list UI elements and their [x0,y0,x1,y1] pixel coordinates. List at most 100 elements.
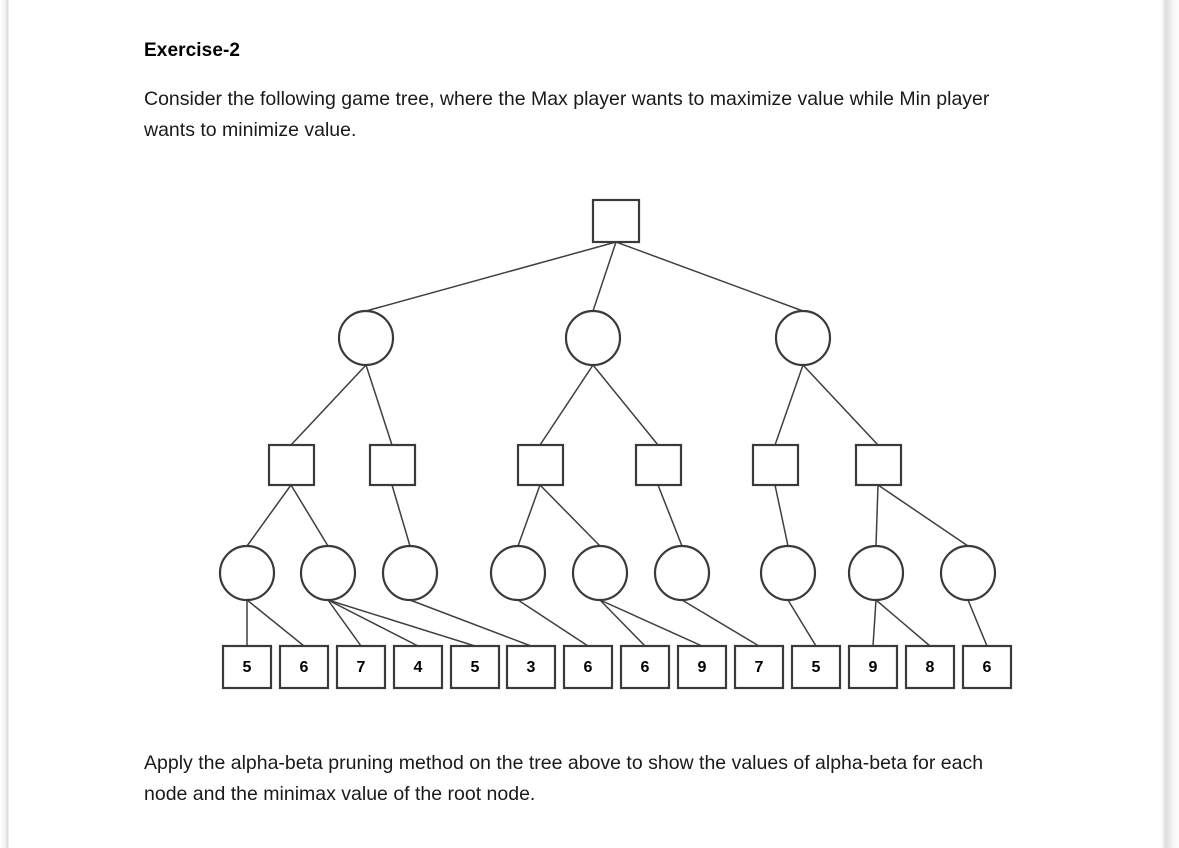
tree-edge [517,599,589,647]
tree-edge [681,599,760,647]
max-node-square[interactable] [368,443,417,487]
tree-edge [967,599,988,647]
game-tree-svg: 5 6 7 4 5 3 6 6 9 7 5 9 8 6 [218,198,1013,690]
min-node-circle[interactable] [489,544,547,602]
leaf-box [733,644,785,690]
leaf-value: 6 [584,659,593,676]
min-node-circle[interactable] [564,309,622,367]
leaf-value: 6 [641,659,650,676]
leaf-node[interactable]: 8 [904,644,956,690]
tree-edge [774,364,804,446]
page-title: Exercise-2 [144,40,241,61]
tree-edge [875,599,931,647]
tree-edge [290,484,329,547]
tree-edge [409,599,532,647]
leaf-value: 7 [755,659,764,676]
leaf-box [562,644,614,690]
min-node-circle[interactable] [774,309,832,367]
leaf-node[interactable]: 5 [221,644,273,690]
tree-edge [327,599,419,647]
tree-edge [327,599,362,647]
leaf-box [619,644,671,690]
min-node-circle[interactable] [847,544,905,602]
tree-edge [290,364,367,446]
max-node-square[interactable] [634,443,683,487]
leaf-node[interactable]: 6 [278,644,330,690]
leaf-value: 9 [698,659,707,676]
leaf-value: 6 [983,659,992,676]
leaf-node[interactable]: 9 [676,644,728,690]
tree-edge [877,484,969,547]
tree-edge [246,599,305,647]
tree-edge [539,484,601,547]
leaf-node[interactable]: 7 [733,644,785,690]
leaf-node[interactable]: 6 [961,644,1013,690]
leaf-node[interactable]: 6 [562,644,614,690]
leaf-box [335,644,387,690]
tree-edge [592,364,659,446]
leaf-node[interactable]: 3 [505,644,557,690]
leaf-node[interactable]: 5 [790,644,842,690]
leaf-node[interactable]: 5 [449,644,501,690]
tree-edge [774,484,789,547]
leaf-value: 7 [357,659,366,676]
leaf-box [449,644,501,690]
leaf-value: 9 [869,659,878,676]
tree-edge [657,484,683,547]
leaf-value: 6 [300,659,309,676]
max-node-square[interactable] [591,198,641,244]
tree-edge [872,599,877,647]
leaf-node[interactable]: 9 [847,644,899,690]
tree-edge [599,599,646,647]
tree-nodes-layer [218,198,997,602]
page-gutter-right [1161,0,1179,848]
leaf-value: 5 [812,659,821,676]
game-tree-figure: 5 6 7 4 5 3 6 6 9 7 5 9 8 6 [20,168,1050,708]
min-node-circle[interactable] [299,544,357,602]
max-node-square[interactable] [751,443,800,487]
tree-edge [246,484,292,547]
tree-edge [787,599,817,647]
leaf-value: 8 [926,659,935,676]
max-node-square[interactable] [854,443,903,487]
leaf-box [961,644,1013,690]
leaf-box [676,644,728,690]
min-node-circle[interactable] [381,544,439,602]
tree-edge [599,599,703,647]
min-node-circle[interactable] [218,544,276,602]
min-node-circle[interactable] [939,544,997,602]
tree-edge [365,364,393,446]
leaf-node[interactable]: 7 [335,644,387,690]
leaf-node[interactable]: 4 [392,644,444,690]
leaf-value: 3 [527,659,536,676]
leaf-node[interactable]: 6 [619,644,671,690]
leaf-box [847,644,899,690]
tree-edge [365,241,617,312]
leaf-value: 5 [471,659,480,676]
tree-leaves-layer: 5 6 7 4 5 3 6 6 9 7 5 9 8 6 [221,644,1013,690]
min-node-circle[interactable] [759,544,817,602]
max-node-square[interactable] [267,443,316,487]
tree-edge [875,484,879,547]
leaf-box [392,644,444,690]
leaf-value: 5 [243,659,252,676]
max-node-square[interactable] [516,443,565,487]
tree-edge [327,599,476,647]
tree-edge [539,364,594,446]
min-node-circle[interactable] [653,544,711,602]
tree-edge [592,241,617,312]
tree-edge [802,364,879,446]
intro-paragraph: Consider the following game tree, where … [144,88,990,141]
min-node-circle[interactable] [571,544,629,602]
tree-edge [615,241,804,312]
leaf-box [904,644,956,690]
min-node-circle[interactable] [337,309,395,367]
leaf-box [221,644,273,690]
leaf-value: 4 [414,659,423,676]
leaf-box [505,644,557,690]
tree-edges-layer [246,241,988,647]
tree-edge [391,484,411,547]
document-text-block: Exercise-2 Consider the following game t… [144,40,1044,146]
page-gutter-left [0,0,9,848]
